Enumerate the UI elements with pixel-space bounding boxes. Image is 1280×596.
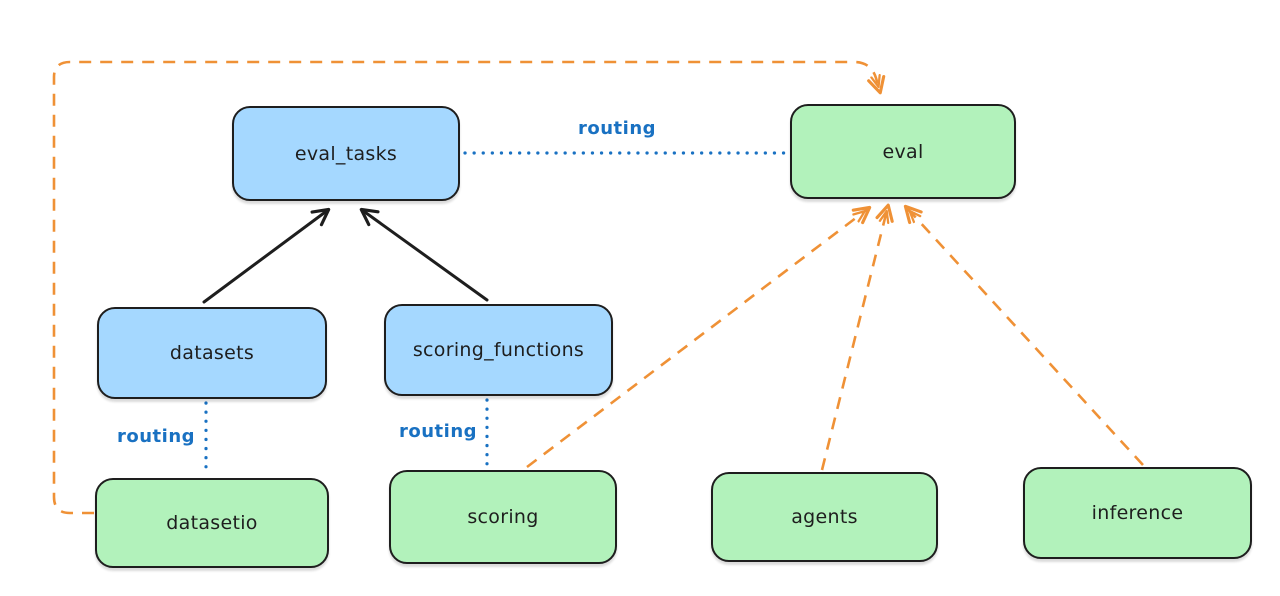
edge-scoring-functions-to-eval-tasks — [359, 207, 489, 302]
node-datasetio: datasetio — [95, 478, 329, 568]
node-inference-label: inference — [1091, 502, 1184, 524]
node-eval-label: eval — [882, 140, 924, 163]
node-agents-label: agents — [791, 506, 858, 528]
node-datasets-label: datasets — [169, 342, 255, 364]
node-agents: agents — [711, 472, 938, 562]
node-eval: eval — [790, 104, 1016, 199]
routing-label-datasets-datasetio: routing — [117, 426, 196, 447]
edge-scoring-to-eval — [526, 208, 869, 469]
node-datasets: datasets — [97, 307, 327, 399]
edge-datasets-to-eval-tasks — [202, 207, 331, 304]
node-inference: inference — [1023, 467, 1252, 559]
edge-inference-to-eval — [906, 207, 1144, 466]
node-scoring-label: scoring — [467, 506, 539, 528]
edge-agents-to-eval — [820, 206, 888, 471]
node-scoring-functions-label: scoring_functions — [412, 339, 585, 361]
node-datasetio-label: datasetio — [166, 512, 258, 534]
node-eval-tasks-label: eval_tasks — [294, 142, 398, 165]
routing-label-eval-tasks-eval: routing — [578, 118, 657, 139]
node-scoring: scoring — [389, 470, 617, 564]
node-eval-tasks: eval_tasks — [232, 106, 460, 201]
routing-label-scoring-functions-scoring: routing — [399, 421, 478, 442]
node-scoring-functions: scoring_functions — [384, 304, 613, 396]
